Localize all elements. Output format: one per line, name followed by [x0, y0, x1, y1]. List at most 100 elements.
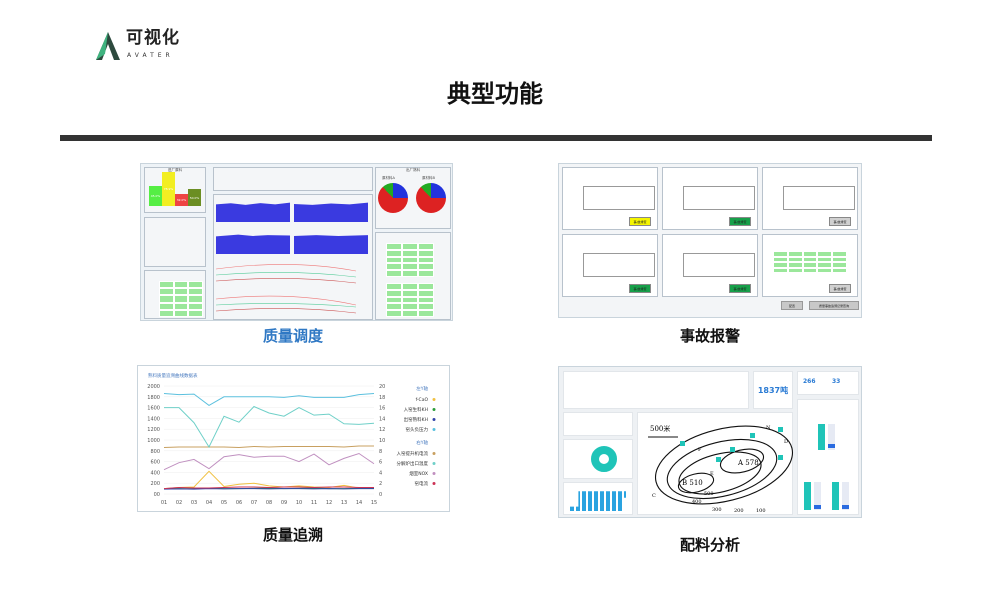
table-panel	[144, 270, 206, 319]
x-tick-label: 13	[341, 500, 347, 506]
logo-text: 可视化	[126, 28, 180, 48]
left-tick-label: 400	[150, 470, 160, 476]
alarm-card: 事/故排查	[662, 234, 758, 297]
handle-button[interactable]: 事/故排查	[729, 284, 751, 293]
stats-card: 266 33	[797, 371, 859, 395]
left-tick-label: 600	[150, 460, 160, 466]
out-plant-panel: 出厂熟料 原材料A 原材料B	[375, 167, 451, 229]
contour-label: 500	[704, 491, 714, 497]
legend-marker	[432, 472, 436, 475]
right-tick-label: 12	[379, 427, 385, 433]
scale-label: 500米	[650, 424, 670, 433]
legend-marker	[432, 408, 436, 411]
divider	[60, 135, 932, 141]
handle-button[interactable]: 事/故排查	[729, 217, 751, 226]
contour-map: 500米 A 578 B 510 500 400 300 200 100 C D…	[637, 412, 794, 515]
contour-label: 400	[692, 499, 702, 505]
left-tick-label: 1400	[147, 416, 160, 422]
right-tick-label: 0	[379, 492, 382, 498]
alarm-card: 事/故排查	[662, 167, 758, 230]
gauge-panel	[797, 399, 859, 515]
stat-value: 266	[803, 378, 816, 385]
remark-textarea[interactable]	[683, 186, 755, 210]
x-tick-label: 02	[176, 500, 182, 506]
caption-quality-dispatch: 质量调度	[262, 327, 323, 345]
bar: 50.0%	[188, 189, 201, 206]
pie-chart	[378, 183, 408, 213]
x-tick-label: 01	[161, 500, 167, 506]
bar: 32.0%	[175, 194, 188, 206]
logo-subtext: AVATER	[127, 52, 174, 59]
legend-marker	[432, 418, 436, 421]
remark-textarea[interactable]	[583, 186, 655, 210]
x-tick-label: 12	[326, 500, 332, 506]
donut-chart	[591, 446, 617, 472]
output-value: 1837吨	[757, 385, 789, 395]
right-tick-label: 6	[379, 460, 382, 466]
panel-title: 出厂熟料	[406, 168, 420, 172]
legend-marker	[432, 398, 436, 401]
ratio-table	[563, 371, 749, 409]
chart-title: 熟料质量追溯曲线数据表	[148, 372, 198, 379]
right-tick-label: 10	[379, 438, 385, 444]
peak-label: A 578	[737, 459, 759, 467]
right-tick-label: 4	[379, 470, 382, 476]
x-tick-label: 15	[371, 500, 377, 506]
caption-incident-alarm: 事故报警	[679, 327, 740, 345]
right-tick-label: 2	[379, 481, 382, 487]
left-tick-label: 1200	[147, 427, 160, 433]
x-tick-label: 08	[266, 500, 272, 506]
left-tick-label: 00	[154, 492, 160, 498]
series-line-7	[163, 486, 374, 490]
remark-textarea[interactable]	[583, 253, 655, 277]
series-line-5	[164, 405, 375, 449]
legend-marker	[432, 452, 436, 455]
remark-textarea[interactable]	[783, 186, 855, 210]
trend-panel	[213, 194, 373, 320]
contour-map-svg: 500米 A 578 B 510 500 400 300 200 100 C D…	[648, 424, 794, 514]
left-tick-label: 1600	[147, 406, 160, 412]
legend-label: 窑电流	[415, 480, 429, 487]
left-tick-label: 200	[150, 481, 160, 487]
x-tick-label: 10	[296, 500, 302, 506]
legend-marker	[432, 462, 436, 465]
right-tick-label: 18	[379, 395, 385, 401]
legend-label: 窑头负压力	[406, 426, 429, 433]
alarm-card: 事/故排查	[762, 234, 858, 297]
handle-button[interactable]: 事/故排查	[829, 217, 851, 226]
trend-lines	[216, 264, 357, 314]
stat-value: 33	[832, 378, 841, 385]
contour-label: 300	[712, 507, 722, 513]
point-label: F	[698, 447, 702, 453]
series-line-3	[163, 393, 375, 407]
legend-title: 右Y轴	[416, 439, 428, 446]
right-tick-label: 14	[379, 416, 385, 422]
summary-panel	[213, 167, 373, 191]
legend-label: 烟室NOX	[409, 470, 428, 477]
handle-button[interactable]: 事/故排查	[829, 284, 851, 293]
series-line-2	[163, 488, 374, 490]
donut-panel	[563, 439, 633, 479]
legend-label: 分解炉出口温度	[397, 460, 429, 467]
point-label: D	[784, 439, 788, 445]
output-card: 1837吨	[753, 371, 793, 409]
remark-textarea[interactable]	[683, 253, 755, 277]
handle-button[interactable]: 事/故排查	[629, 284, 651, 293]
bar: 45.0%	[149, 185, 162, 206]
legend-label: 出窑熟料KH	[404, 416, 428, 423]
config-button[interactable]: 配置	[781, 301, 803, 310]
contour-label: 200	[734, 508, 744, 514]
series-line-6	[163, 452, 375, 471]
query-button[interactable]: 质量事故追溯记录查询	[809, 301, 859, 310]
pie-label: 原材料A	[382, 176, 395, 180]
out-table-panel	[375, 232, 451, 320]
x-tick-label: 09	[281, 500, 287, 506]
logo: 可视化 AVATER	[94, 28, 184, 64]
handle-button[interactable]: 事/故排查	[629, 217, 651, 226]
panel-title: 进厂原料	[168, 168, 182, 172]
left-tick-label: 800	[150, 449, 160, 455]
series-line-4	[163, 445, 374, 449]
bar: 78.9%	[162, 172, 175, 206]
